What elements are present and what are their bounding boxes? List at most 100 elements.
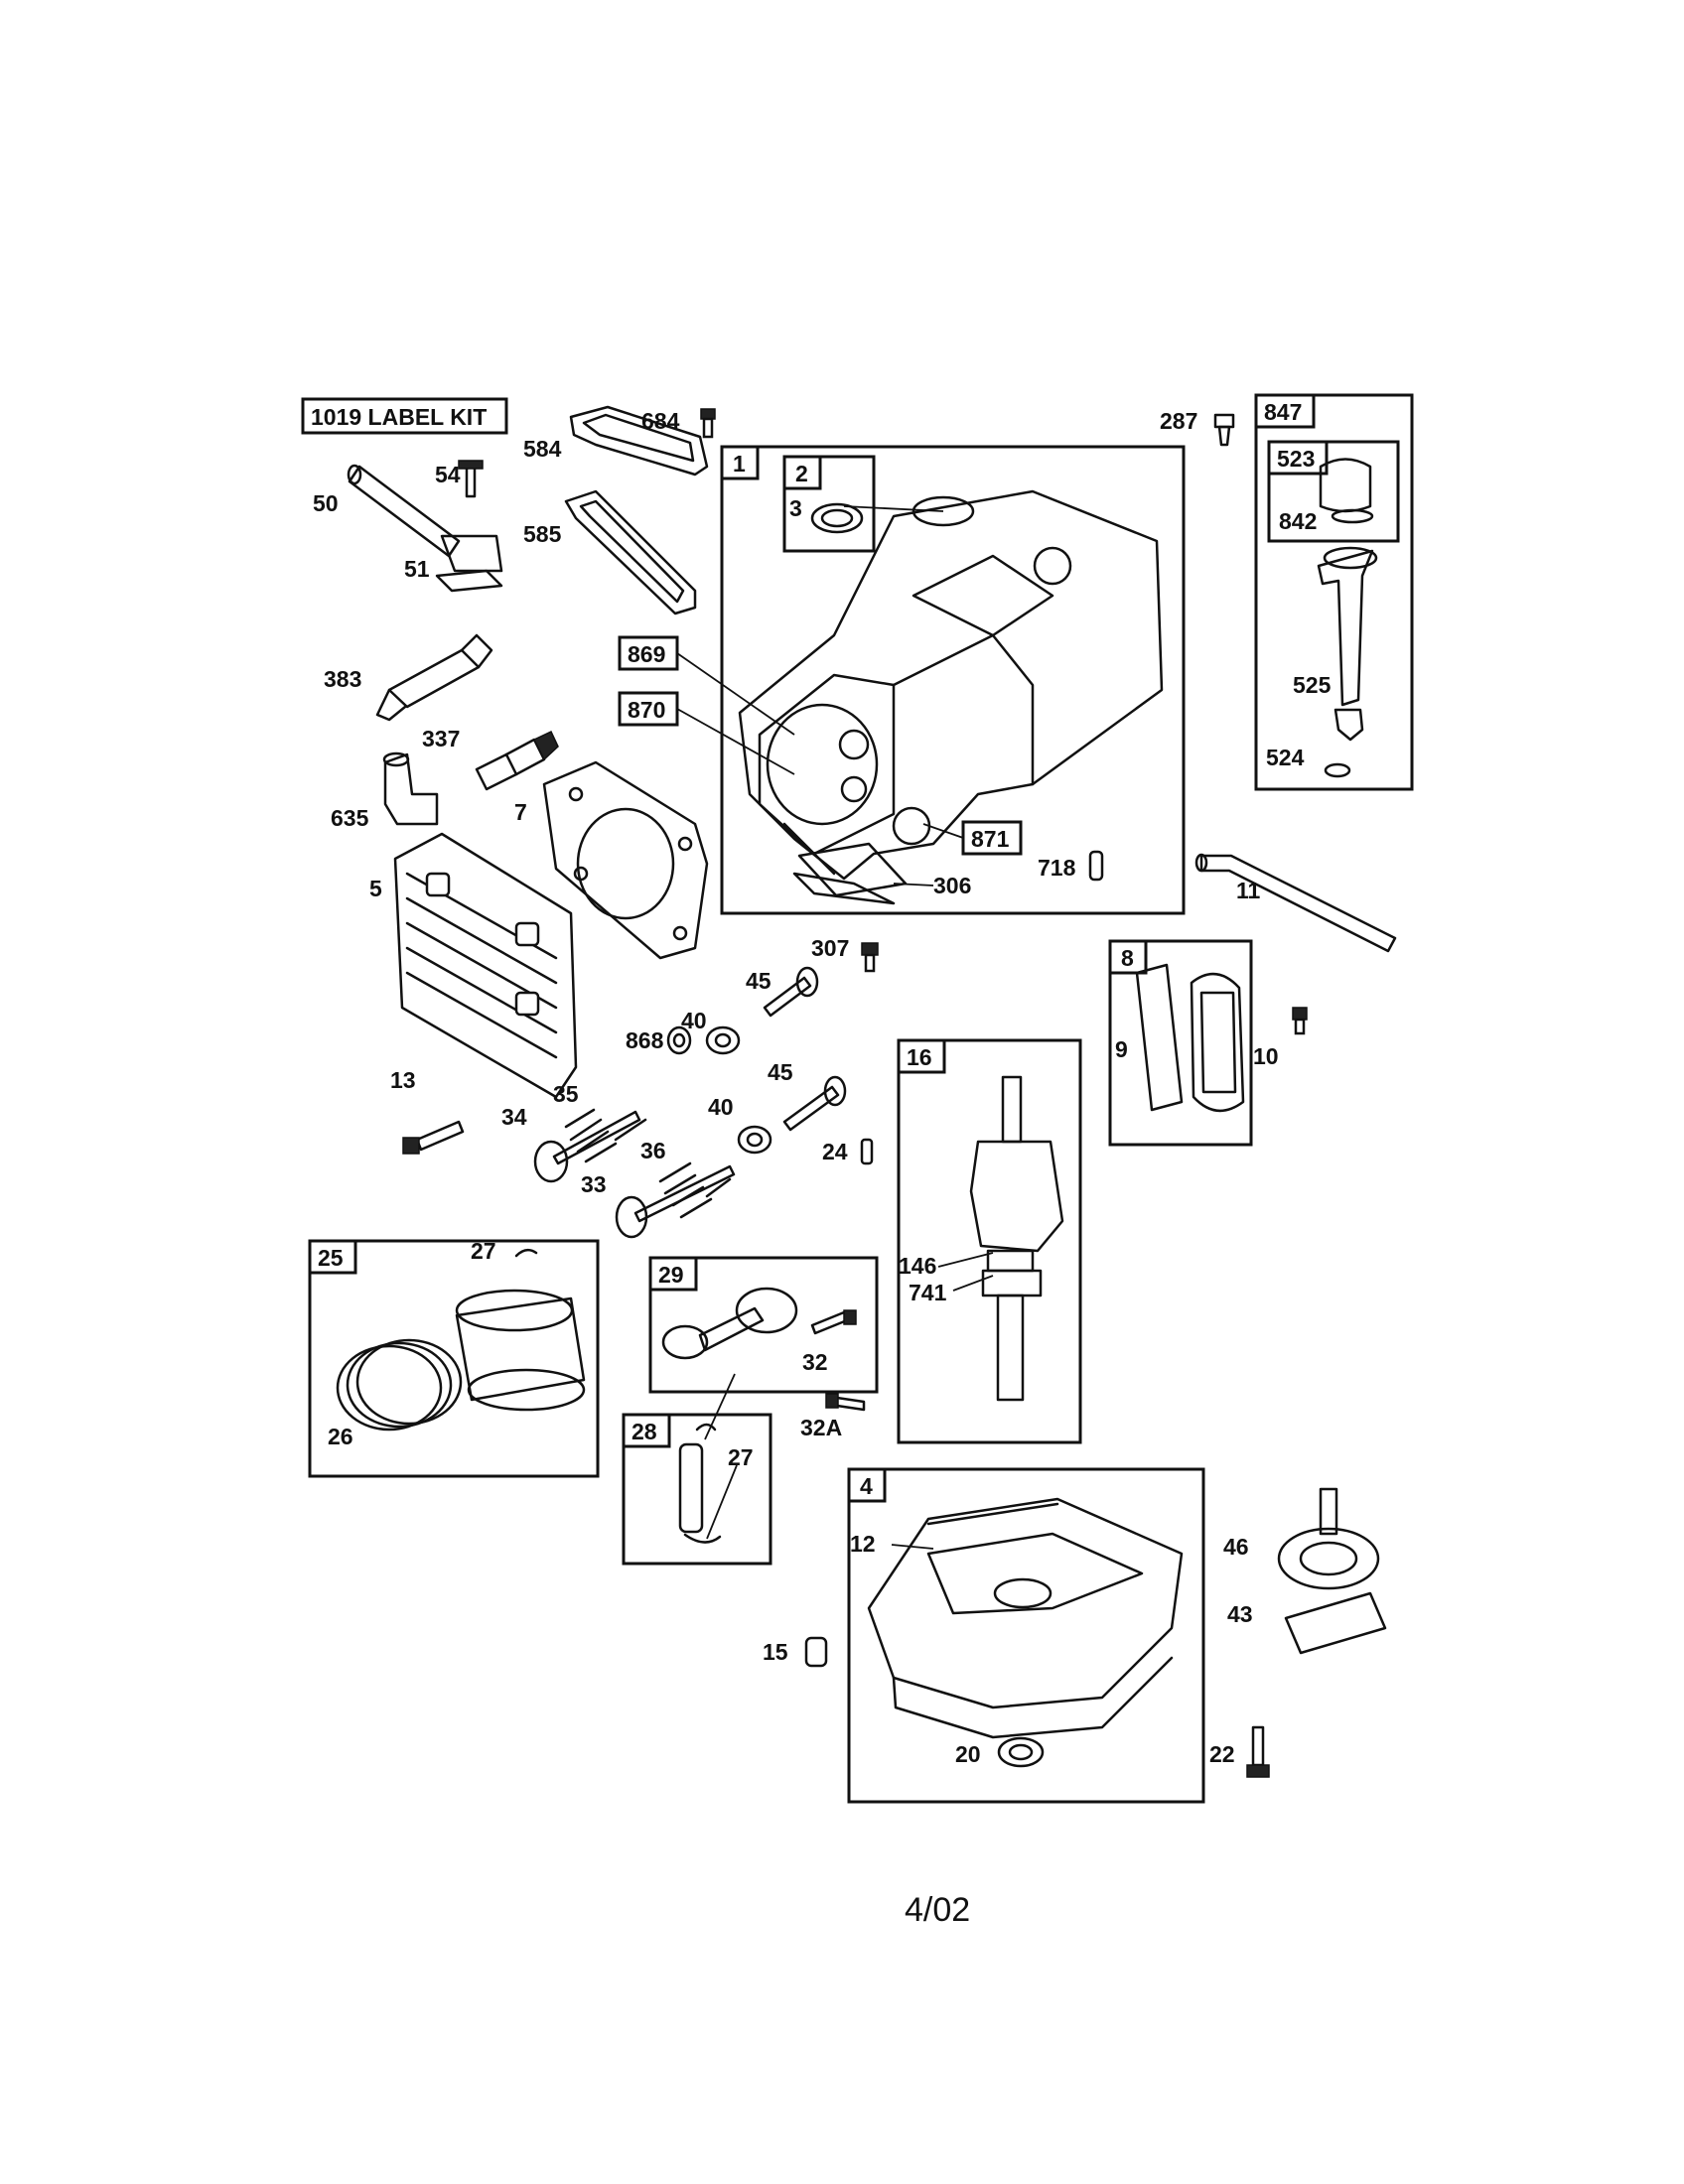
part-label-32a: 32A bbox=[800, 1415, 842, 1440]
svg-text:847: 847 bbox=[1264, 399, 1302, 425]
part-label-306: 306 bbox=[933, 873, 971, 898]
part-label-146: 146 bbox=[899, 1253, 936, 1279]
part-label-36: 36 bbox=[640, 1138, 666, 1163]
part-label-45-upper: 45 bbox=[746, 968, 772, 994]
pin-24 bbox=[860, 1138, 874, 1165]
part-label-7: 7 bbox=[514, 799, 527, 825]
svg-text:16: 16 bbox=[907, 1044, 932, 1070]
oil-drain-383 bbox=[375, 633, 493, 722]
part-label-27-pin: 27 bbox=[728, 1444, 754, 1470]
label-kit-box: 1019 LABEL KIT bbox=[301, 397, 508, 435]
svg-text:869: 869 bbox=[628, 641, 665, 667]
screw-32 bbox=[810, 1309, 857, 1335]
svg-text:25: 25 bbox=[318, 1245, 344, 1271]
svg-text:870: 870 bbox=[628, 697, 665, 723]
part-label-868: 868 bbox=[626, 1027, 664, 1053]
part-label-741: 741 bbox=[909, 1280, 947, 1305]
valve-spring-36 bbox=[658, 1161, 732, 1219]
box-16-crankshaft-assembly: 16 bbox=[897, 1038, 1082, 1444]
retainer-40-lower bbox=[737, 1125, 772, 1155]
part-label-287: 287 bbox=[1160, 408, 1197, 434]
screw-307 bbox=[861, 942, 879, 973]
part-label-43: 43 bbox=[1227, 1601, 1253, 1627]
part-label-383: 383 bbox=[324, 666, 361, 692]
piston-25 bbox=[455, 1289, 586, 1412]
valve-spring-35 bbox=[564, 1108, 647, 1163]
governor-gear-46 bbox=[1277, 1487, 1380, 1590]
part-label-585: 585 bbox=[523, 521, 562, 547]
screw-684 bbox=[700, 408, 716, 439]
part-label-10: 10 bbox=[1253, 1043, 1279, 1069]
svg-text:1: 1 bbox=[733, 451, 746, 477]
box-869-label: 869 bbox=[618, 635, 679, 671]
part-label-50: 50 bbox=[313, 490, 339, 516]
box-28-piston-pin-assembly: 28 bbox=[622, 1413, 772, 1566]
breather-gasket-9 bbox=[1135, 963, 1184, 1112]
piston-rings-26 bbox=[336, 1338, 463, 1432]
gasket-12 bbox=[926, 1502, 1059, 1526]
svg-text:871: 871 bbox=[971, 826, 1010, 852]
part-label-35: 35 bbox=[553, 1081, 579, 1107]
part-label-32: 32 bbox=[802, 1349, 828, 1375]
part-label-45-lower: 45 bbox=[768, 1059, 793, 1085]
crankshaft-16 bbox=[969, 1075, 1064, 1402]
retaining-clip-27-piston bbox=[514, 1248, 538, 1258]
part-label-33: 33 bbox=[581, 1171, 607, 1197]
oil-seal-3 bbox=[810, 502, 864, 534]
svg-text:2: 2 bbox=[795, 461, 808, 486]
screw-32a bbox=[825, 1393, 866, 1412]
piston-pin-28 bbox=[678, 1442, 704, 1534]
part-label-5: 5 bbox=[369, 876, 382, 901]
part-label-718: 718 bbox=[1038, 855, 1076, 881]
part-label-22: 22 bbox=[1209, 1741, 1235, 1767]
box-871-label: 871 bbox=[961, 820, 1023, 856]
dipstick-cap-523 bbox=[1319, 458, 1372, 513]
governor-arm-43 bbox=[1284, 1591, 1387, 1655]
box-1-cylinder-assembly: 1 bbox=[720, 445, 1186, 915]
part-label-26: 26 bbox=[328, 1424, 353, 1449]
box-870-label: 870 bbox=[618, 691, 679, 727]
part-label-307: 307 bbox=[811, 935, 849, 961]
box-8-breather-assembly: 8 bbox=[1108, 939, 1253, 1147]
breather-tube-50 bbox=[347, 464, 503, 573]
part-label-27-piston: 27 bbox=[471, 1238, 496, 1264]
part-label-525: 525 bbox=[1293, 672, 1332, 698]
spark-plug-boot-635 bbox=[382, 751, 439, 826]
o-ring-842 bbox=[1331, 508, 1374, 524]
valve-34 bbox=[533, 1110, 641, 1183]
part-label-54: 54 bbox=[435, 462, 461, 487]
valve-cover-gasket-584 bbox=[569, 405, 709, 477]
spark-plug-337 bbox=[475, 731, 559, 791]
part-number-labels: 684 584 585 54 50 51 383 337 635 7 5 13 … bbox=[313, 408, 1332, 1767]
svg-text:29: 29 bbox=[658, 1262, 684, 1288]
part-label-13: 13 bbox=[390, 1067, 416, 1093]
cylinder-head-gasket-7 bbox=[542, 760, 709, 960]
part-label-40-lower: 40 bbox=[708, 1094, 734, 1120]
plug-15 bbox=[804, 1636, 828, 1668]
part-label-3: 3 bbox=[789, 495, 802, 521]
bolt-13 bbox=[402, 1120, 465, 1155]
valve-45-upper bbox=[763, 966, 819, 1018]
cylinder-block-1 bbox=[738, 489, 1164, 905]
retainer-40-upper bbox=[705, 1025, 741, 1055]
tube-11 bbox=[1194, 853, 1397, 953]
svg-text:8: 8 bbox=[1121, 945, 1134, 971]
plug-287 bbox=[1213, 413, 1235, 447]
screw-54 bbox=[458, 460, 484, 498]
box-523-dipstick-cap: 523 bbox=[1267, 440, 1400, 543]
part-label-51: 51 bbox=[404, 556, 430, 582]
part-label-842: 842 bbox=[1279, 508, 1317, 534]
sump-4 bbox=[867, 1497, 1184, 1739]
valve-cover-gasket-585 bbox=[564, 489, 697, 615]
part-label-46: 46 bbox=[1223, 1534, 1249, 1560]
box-847-dipstick-assembly: 847 bbox=[1254, 393, 1414, 791]
part-label-9: 9 bbox=[1115, 1036, 1128, 1062]
box-2-seal-kit: 2 bbox=[782, 455, 876, 553]
cylinder-head-5 bbox=[393, 832, 578, 1099]
part-label-524: 524 bbox=[1266, 745, 1305, 770]
oil-seal-20 bbox=[997, 1736, 1045, 1768]
o-ring-524 bbox=[1324, 762, 1351, 778]
seal-868 bbox=[666, 1025, 692, 1055]
leader-lines bbox=[676, 505, 994, 1550]
